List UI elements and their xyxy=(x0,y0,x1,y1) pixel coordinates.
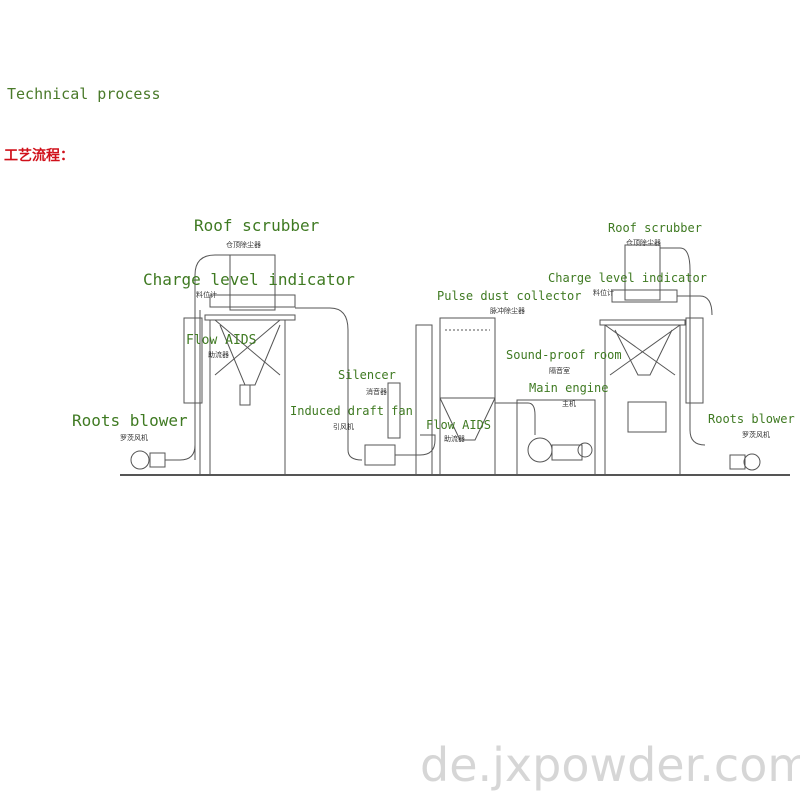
right-ladder xyxy=(685,317,704,404)
label-flow-aids-middle-cn: 助流器 xyxy=(444,435,465,443)
label-sound-proof-room-cn: 隔音室 xyxy=(549,367,570,375)
label-main-engine-cn: 主机 xyxy=(562,400,576,408)
left-silo-top xyxy=(209,294,296,308)
process-diagram: Roof scrubber 仓顶除尘器 Charge level indicat… xyxy=(0,200,800,490)
label-flow-aids-left-cn: 助流器 xyxy=(208,351,229,359)
label-roof-scrubber-right: Roof scrubber xyxy=(608,221,702,235)
label-silencer-cn: 消音器 xyxy=(366,388,387,396)
main-engine-group xyxy=(495,399,596,476)
right-silo xyxy=(599,244,761,475)
left-platform xyxy=(204,314,296,321)
label-roots-blower-left: Roots blower xyxy=(72,411,188,430)
right-roots-blower-shape xyxy=(743,453,761,471)
label-main-engine: Main engine xyxy=(529,381,609,395)
left-silo xyxy=(130,254,363,475)
left-ladder xyxy=(183,317,203,404)
left-feed-pipe xyxy=(194,254,230,460)
label-induced-draft-fan: Induced draft fan xyxy=(290,404,413,418)
process-drawing xyxy=(120,244,790,476)
label-charge-level-right: Charge level indicator xyxy=(548,271,707,285)
sound-proof-room-outline xyxy=(516,399,596,476)
label-roots-blower-right: Roots blower xyxy=(708,412,795,426)
label-induced-draft-fan-cn: 引风机 xyxy=(333,423,354,431)
label-roof-scrubber-right-cn: 仓顶除尘器 xyxy=(626,239,661,247)
fan-group xyxy=(364,382,436,466)
label-charge-level-right-cn: 料位计 xyxy=(593,289,614,297)
label-charge-level-left: Charge level indicator xyxy=(143,270,355,289)
label-sound-proof-room: Sound-proof room xyxy=(506,348,622,362)
section-title-cn: 工艺流程： xyxy=(4,148,74,164)
pulse-dust-collector xyxy=(415,317,496,476)
left-exhaust-pipe xyxy=(295,307,363,461)
label-pulse-dust-collector: Pulse dust collector xyxy=(437,289,582,303)
label-flow-aids-left: Flow AIDS xyxy=(186,333,257,348)
section-title-en: Technical process xyxy=(7,85,161,103)
label-roof-scrubber-left: Roof scrubber xyxy=(194,216,320,235)
label-roots-blower-right-cn: 罗茨风机 xyxy=(742,431,770,439)
left-roots-blower-shape xyxy=(130,450,150,470)
label-charge-level-left-cn: 料位计 xyxy=(196,291,217,299)
label-roots-blower-left-cn: 罗茨风机 xyxy=(120,434,148,442)
label-flow-aids-middle: Flow AIDS xyxy=(426,418,492,432)
watermark: de.jxpowder.com xyxy=(420,738,800,792)
label-roof-scrubber-left-cn: 仓顶除尘器 xyxy=(226,241,261,249)
left-roof-scrubber-body xyxy=(229,254,276,311)
label-pulse-dust-collector-cn: 脉冲除尘器 xyxy=(490,307,525,315)
label-silencer: Silencer xyxy=(338,368,396,382)
